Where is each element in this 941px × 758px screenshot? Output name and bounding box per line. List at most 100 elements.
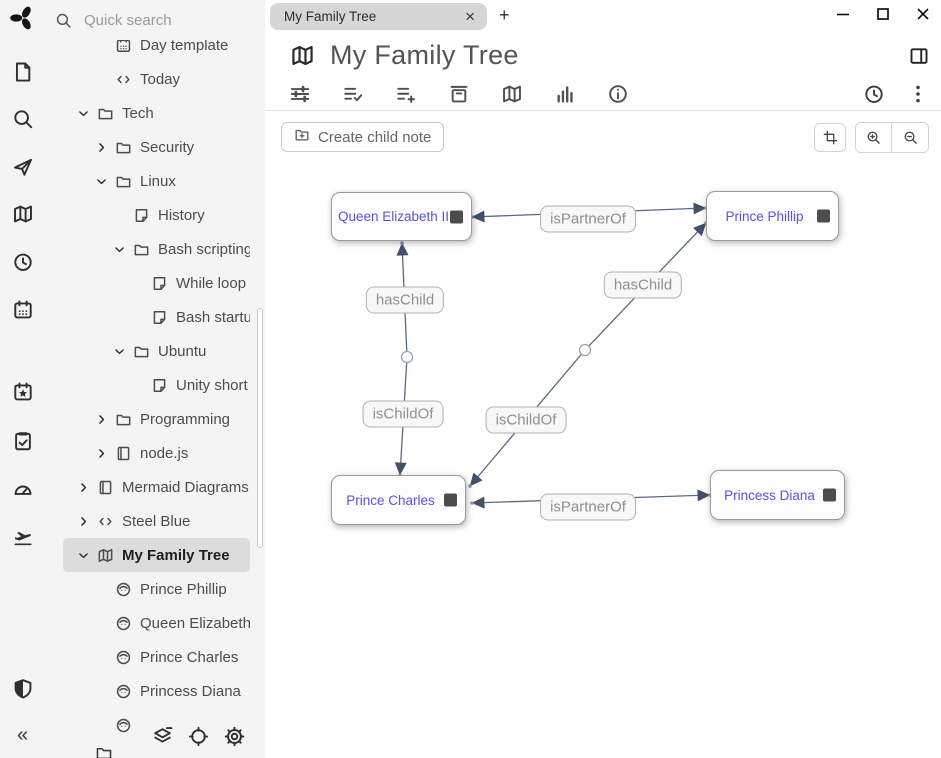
window-minimize-button[interactable] [835,6,851,22]
relation-label-ispartnerof[interactable]: isPartnerOf [540,205,636,233]
tree-item-day-template[interactable]: Day template [63,28,250,62]
tree-item-bash-scripting[interactable]: Bash scripting [63,232,250,266]
tree-scrollbar[interactable] [257,308,263,548]
split-panel-icon[interactable] [909,46,929,66]
tree-item-label: Prince Phillip [140,580,227,598]
travel-icon[interactable] [0,524,45,550]
protected-session-icon[interactable] [0,676,45,702]
tree-item-queen-elizabeth[interactable]: Queen Elizabeth [63,606,250,640]
tree-item-today[interactable]: Today [63,62,250,96]
tree-item-steel-blue[interactable]: Steel Blue [63,504,250,538]
tab-my-family-tree[interactable]: My Family Tree × [270,3,487,30]
tree-item-prince-charles[interactable]: Prince Charles [63,640,250,674]
chevron-right-icon[interactable] [94,140,115,155]
new-tab-button[interactable]: + [499,5,510,25]
person-icon [115,717,132,734]
new-note-icon[interactable] [0,59,45,85]
note-revisions-icon[interactable] [863,83,885,105]
create-child-note-button[interactable]: Create child note [281,122,445,152]
code-icon [97,513,114,530]
map-node-link[interactable]: Prince Phillip [725,208,804,224]
relation-label-ischildof[interactable]: isChildOf [485,406,567,434]
note-title[interactable]: My Family Tree [330,40,519,70]
tree-item-prince-phillip[interactable]: Prince Phillip [63,572,250,606]
tree-item-mermaid-diagrams[interactable]: Mermaid Diagrams [63,470,250,504]
ribbon-map-icon[interactable] [501,83,523,105]
tab-close-icon[interactable]: × [465,7,475,26]
ribbon-archive-icon[interactable] [448,83,470,105]
ribbon-tune-icon[interactable] [289,83,311,105]
chevron-down-icon[interactable] [112,242,133,257]
relation-label-haschild[interactable]: hasChild [603,271,683,299]
reset-pan-zoom-button[interactable] [814,122,846,152]
more-options-icon[interactable] [907,83,929,105]
map-node-link[interactable]: Queen Elizabeth II [337,209,450,224]
dashboard-icon[interactable] [0,476,45,502]
tree-item-label: node.js [140,444,189,462]
task-list-icon[interactable] [0,428,45,454]
chevron-right-icon[interactable] [76,514,97,529]
tree-item-history[interactable]: History [63,198,250,232]
map-node-queen-elizabeth-ii[interactable]: Queen Elizabeth II [331,192,472,241]
tree-settings-button[interactable] [224,726,245,752]
map-node-link[interactable]: Princess Diana [724,487,815,503]
note-icon [151,377,168,394]
map-node-prince-charles[interactable]: Prince Charles [331,475,466,525]
relation-label-ispartnerof[interactable]: isPartnerOf [540,493,636,521]
trilium-logo [0,5,45,31]
tree-item-node-js[interactable]: node.js [63,436,250,470]
ribbon-info-icon[interactable] [607,83,629,105]
chevron-down-icon[interactable] [76,548,97,563]
collapse-tree-button[interactable] [152,726,173,752]
calendar-icon[interactable] [0,297,45,323]
node-drag-handle[interactable] [823,488,836,502]
map-toolbar: Create child note [265,111,941,163]
search-icon[interactable] [0,106,45,132]
relation-label-haschild[interactable]: hasChild [365,286,445,314]
node-drag-handle[interactable] [817,209,830,223]
tree-item-security[interactable]: Security [63,130,250,164]
tree-item-while-loop[interactable]: While loop [63,266,250,300]
tree-item-tech[interactable]: Tech [63,96,250,130]
chevron-down-icon[interactable] [94,174,115,189]
chevron-down-icon[interactable] [112,344,133,359]
chevron-down-icon[interactable] [76,106,97,121]
relation-map-canvas[interactable]: isPartnerOf hasChild isChildOf hasChild isCh… [265,163,941,758]
zoom-in-button[interactable] [856,122,892,152]
tree-item-unity-short[interactable]: Unity short [63,368,250,402]
relation-label-ischildof[interactable]: isChildOf [362,400,444,428]
tree-item-bash-startu[interactable]: Bash startu [63,300,250,334]
node-drag-handle[interactable] [444,493,457,507]
note-plus-icon [294,127,310,147]
chevron-right-icon[interactable] [94,412,115,427]
tree-item-my-family-tree[interactable]: My Family Tree [63,538,250,572]
global-map-icon[interactable] [0,201,45,227]
bookmarked-calendar-icon[interactable] [0,379,45,405]
tree-item-princess-diana[interactable]: Princess Diana [63,674,250,708]
ribbon-list-check-icon[interactable] [342,83,364,105]
recent-changes-icon[interactable] [0,249,45,275]
zoom-out-button[interactable] [892,122,928,152]
note-icon [151,275,168,292]
tree-item-programming[interactable]: Programming [63,402,250,436]
jump-to-note-icon[interactable] [0,154,45,180]
node-drag-handle[interactable] [450,210,463,223]
collapse-pane-icon[interactable]: « [16,724,29,746]
window-close-button[interactable] [915,6,931,22]
chevron-right-icon[interactable] [94,446,115,461]
book-icon [115,445,132,462]
map-node-prince-phillip[interactable]: Prince Phillip [706,191,839,241]
scroll-to-active-note-button[interactable] [188,726,209,752]
ribbon-list-plus-icon[interactable] [395,83,417,105]
quick-search[interactable]: Quick search [45,0,265,40]
window-maximize-button[interactable] [875,6,891,22]
map-node-link[interactable]: Prince Charles [346,492,435,508]
book-icon [97,479,114,496]
ribbon-bar-chart-icon[interactable] [554,83,576,105]
tree-item-ubuntu[interactable]: Ubuntu [63,334,250,368]
tree-item-linux[interactable]: Linux [63,164,250,198]
chevron-right-icon[interactable] [76,480,97,495]
map-node-princess-diana[interactable]: Princess Diana [710,470,845,520]
